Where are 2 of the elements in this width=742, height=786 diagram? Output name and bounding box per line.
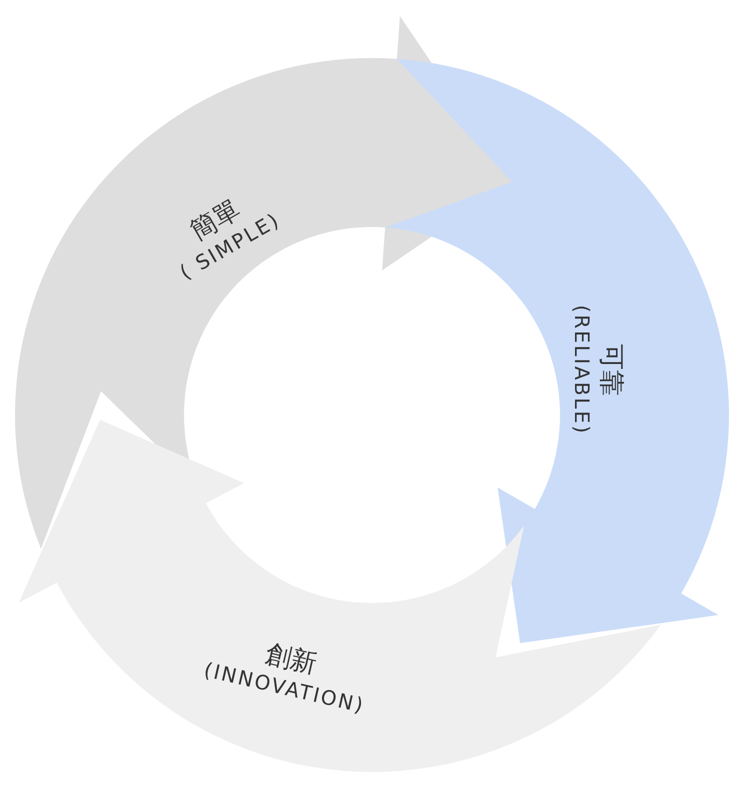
segment-subtitle: (RELIABLE) (569, 304, 596, 436)
segment-title: 可靠 (595, 344, 628, 396)
